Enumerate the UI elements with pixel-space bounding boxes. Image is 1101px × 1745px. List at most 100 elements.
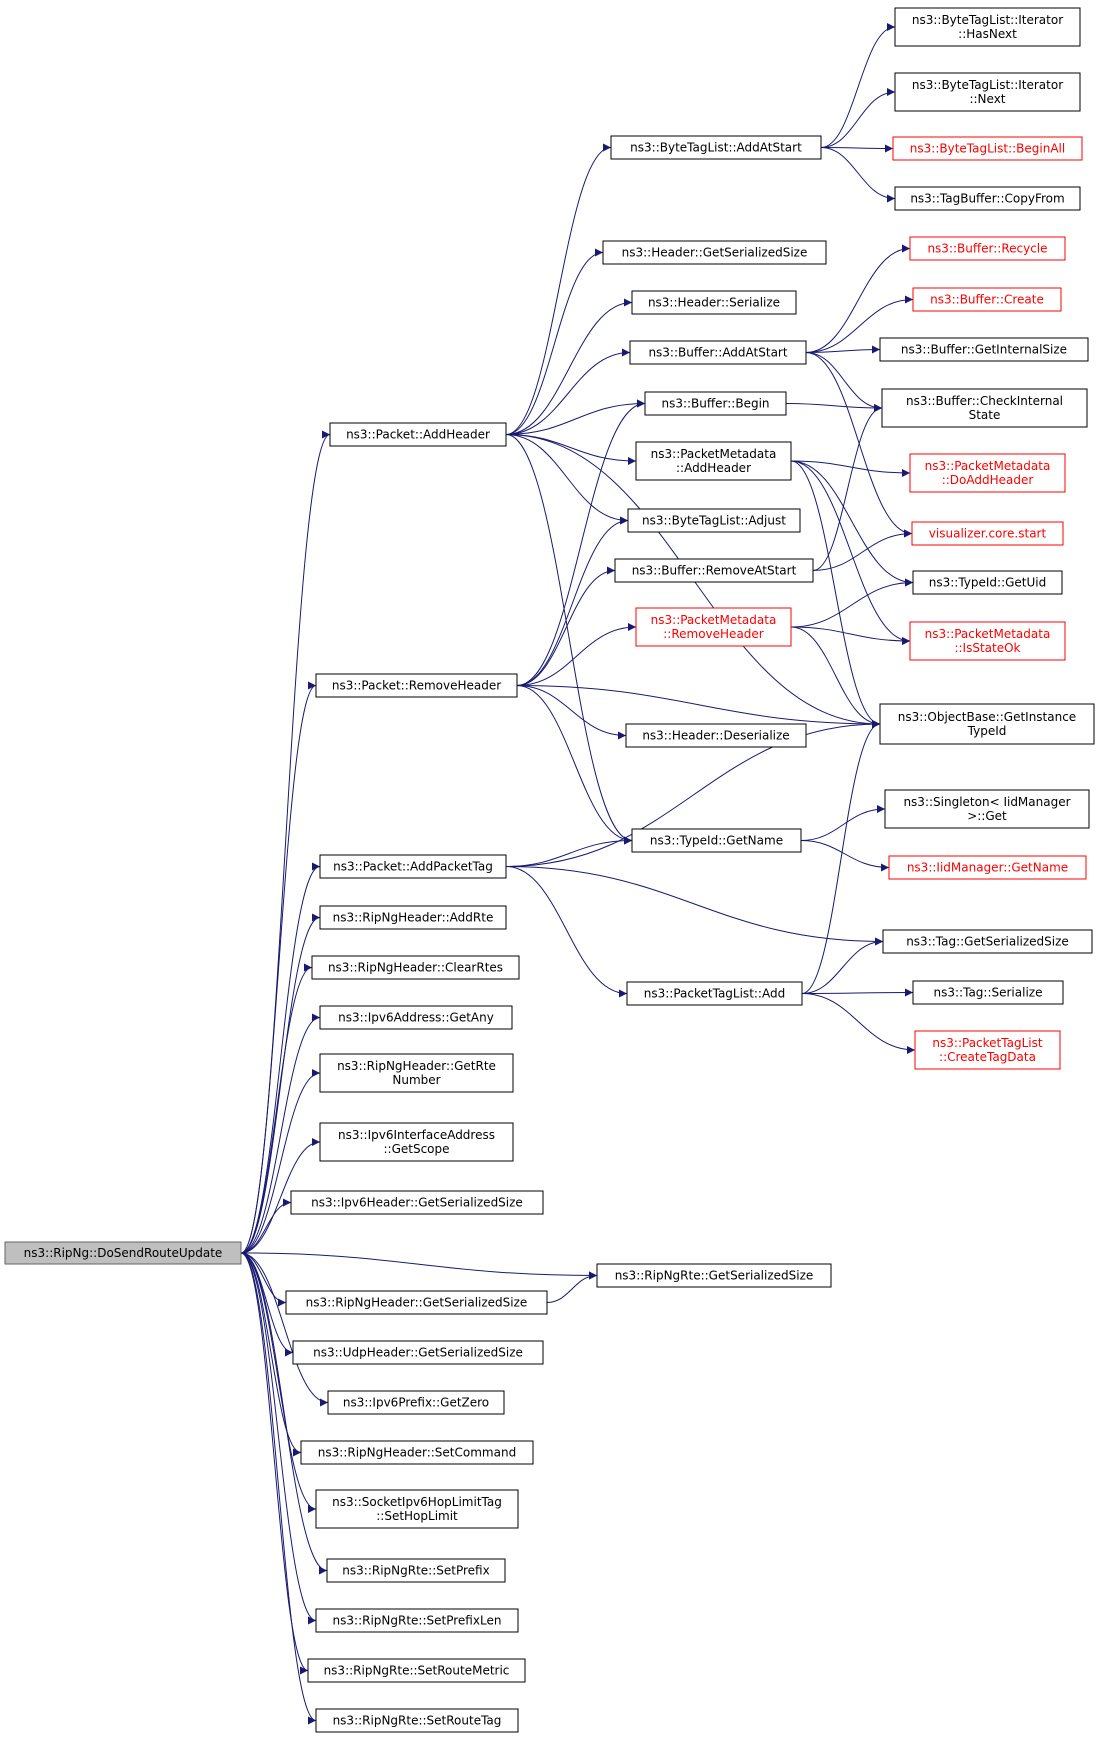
node-label: ns3::PacketMetadata xyxy=(925,627,1051,641)
node-buffer-begin[interactable]: ns3::Buffer::Begin xyxy=(644,391,787,416)
edge-root-to-ripngrte-setprefix xyxy=(240,1252,328,1575)
node-box xyxy=(319,1053,514,1093)
node-box xyxy=(4,1241,242,1265)
node-bytetaglist-iterator-next[interactable]: ns3::ByteTagList::Iterator::Next xyxy=(894,72,1081,112)
node-buffer-addatstart[interactable]: ns3::Buffer::AddAtStart xyxy=(629,340,807,365)
node-box xyxy=(912,570,1063,595)
node-ipv6address-getany[interactable]: ns3::Ipv6Address::GetAny xyxy=(319,1005,513,1030)
node-bytetaglist-addatstart[interactable]: ns3::ByteTagList::AddAtStart xyxy=(610,135,822,160)
node-tag-serialize[interactable]: ns3::Tag::Serialize xyxy=(912,980,1064,1005)
node-box xyxy=(888,855,1087,880)
node-packetmetadata-removeheader[interactable]: ns3::PacketMetadata::RemoveHeader xyxy=(635,607,792,647)
node-bytetaglist-adjust[interactable]: ns3::ByteTagList::Adjust xyxy=(627,508,801,533)
node-ipv6header-getserializedsize[interactable]: ns3::Ipv6Header::GetSerializedSize xyxy=(290,1190,544,1215)
node-packet-addheader[interactable]: ns3::Packet::AddHeader xyxy=(329,422,507,447)
node-packettaglist-createtagdata[interactable]: ns3::PacketTagList::CreateTagData xyxy=(914,1030,1061,1070)
node-label: ns3::Ipv6InterfaceAddress xyxy=(338,1128,495,1142)
node-header-deserialize[interactable]: ns3::Header::Deserialize xyxy=(625,723,807,748)
node-ripngheader-setcommand[interactable]: ns3::RipNgHeader::SetCommand xyxy=(300,1440,534,1465)
node-header-getserializedsize[interactable]: ns3::Header::GetSerializedSize xyxy=(602,240,827,265)
node-box xyxy=(909,621,1066,661)
edge-packet-removeheader-to-objectbase-getinstancetypeid xyxy=(516,685,881,728)
node-buffer-create[interactable]: ns3::Buffer::Create xyxy=(912,287,1062,312)
node-singleton-iidmanager-get[interactable]: ns3::Singleton< IidManager>::Get xyxy=(884,789,1090,829)
node-box xyxy=(909,453,1066,493)
node-label: ns3::Packet::AddPacketTag xyxy=(333,860,493,874)
node-iidmanager-getname[interactable]: ns3::IidManager::GetName xyxy=(888,855,1087,880)
node-box xyxy=(329,422,507,447)
node-packet-addpackettag[interactable]: ns3::Packet::AddPacketTag xyxy=(319,854,507,879)
node-box xyxy=(319,1122,514,1162)
node-buffer-removeatstart[interactable]: ns3::Buffer::RemoveAtStart xyxy=(614,558,814,583)
node-label: ns3::ByteTagList::AddAtStart xyxy=(630,141,802,155)
node-packet-removeheader[interactable]: ns3::Packet::RemoveHeader xyxy=(315,673,518,698)
edge-packettaglist-add-to-objectbase-getinstancetypeid xyxy=(801,720,881,994)
node-bytetaglist-beginall[interactable]: ns3::ByteTagList::BeginAll xyxy=(892,136,1083,161)
node-udpheader-getserializedsize[interactable]: ns3::UdpHeader::GetSerializedSize xyxy=(292,1340,544,1365)
node-packettaglist-add[interactable]: ns3::PacketTagList::Add xyxy=(626,981,803,1006)
node-box xyxy=(911,521,1064,546)
node-label: ns3::RipNgHeader::GetSerializedSize xyxy=(306,1296,528,1310)
node-label: ns3::RipNgRte::SetPrefixLen xyxy=(333,1614,502,1628)
edge-packet-addpackettag-to-tag-getserializedsize xyxy=(505,866,884,946)
node-ripngheader-addrte[interactable]: ns3::RipNgHeader::AddRte xyxy=(319,905,507,930)
node-header-serialize[interactable]: ns3::Header::Serialize xyxy=(631,290,797,315)
node-bytetaglist-iterator-hasnext[interactable]: ns3::ByteTagList::Iterator::HasNext xyxy=(894,7,1081,47)
node-ipv6prefix-getzero[interactable]: ns3::Ipv6Prefix::GetZero xyxy=(327,1390,505,1415)
node-box xyxy=(879,337,1089,362)
node-label: ::GetScope xyxy=(383,1142,449,1156)
node-socketipv6hoplimittag-sethoplimit[interactable]: ns3::SocketIpv6HopLimitTag::SetHopLimit xyxy=(315,1489,519,1529)
edge-root-to-ripngheader-getrtenumber xyxy=(240,1069,321,1254)
node-label: ns3::Buffer::GetInternalSize xyxy=(901,343,1067,357)
node-label: ::SetHopLimit xyxy=(376,1509,458,1523)
edge-packet-removeheader-to-buffer-removeatstart xyxy=(516,566,616,686)
node-label: ns3::TypeId::GetUid xyxy=(929,576,1047,590)
node-label: ns3::RipNg::DoSendRouteUpdate xyxy=(24,1246,223,1260)
function-nodes: ns3::RipNg::DoSendRouteUpdate ns3::Packet… xyxy=(4,7,1095,1733)
node-visualizer-core-start[interactable]: visualizer.core.start xyxy=(911,521,1064,546)
node-root[interactable]: ns3::RipNg::DoSendRouteUpdate xyxy=(4,1241,242,1265)
node-box xyxy=(311,955,520,980)
edge-packet-removeheader-to-packetmetadata-removeheader xyxy=(516,623,637,686)
node-label: ns3::RipNgRte::SetRouteTag xyxy=(333,1714,502,1728)
node-ripngrte-getserializedsize[interactable]: ns3::RipNgRte::GetSerializedSize xyxy=(596,1263,832,1288)
node-packetmetadata-isstateok[interactable]: ns3::PacketMetadata::IsStateOk xyxy=(909,621,1066,661)
node-label: visualizer.core.start xyxy=(929,527,1047,541)
node-ipv6interfaceaddress-getscope[interactable]: ns3::Ipv6InterfaceAddress::GetScope xyxy=(319,1122,514,1162)
edge-bytetaglist-addatstart-to-bytetaglist-iterator-next xyxy=(820,88,896,148)
edge-root-to-packet-removeheader xyxy=(240,681,317,1254)
node-box xyxy=(319,1005,513,1030)
edge-packet-addheader-to-buffer-addatstart xyxy=(505,348,631,435)
node-ripngrte-setprefix[interactable]: ns3::RipNgRte::SetPrefix xyxy=(326,1558,506,1583)
node-ripngheader-getserializedsize[interactable]: ns3::RipNgHeader::GetSerializedSize xyxy=(285,1290,548,1315)
node-ripngrte-setroutemetric[interactable]: ns3::RipNgRte::SetRouteMetric xyxy=(307,1658,526,1683)
node-packetmetadata-doaddheader[interactable]: ns3::PacketMetadata::DoAddHeader xyxy=(909,453,1066,493)
node-box xyxy=(285,1290,548,1315)
edge-packetmetadata-addheader-to-typeid-getuid xyxy=(790,460,914,587)
node-box xyxy=(626,981,803,1006)
node-label: ::DoAddHeader xyxy=(942,473,1034,487)
node-packetmetadata-addheader[interactable]: ns3::PacketMetadata::AddHeader xyxy=(635,441,792,481)
node-label: ns3::Header::GetSerializedSize xyxy=(622,246,808,260)
node-typeid-getname[interactable]: ns3::TypeId::GetName xyxy=(631,828,802,853)
node-label: ns3::Buffer::AddAtStart xyxy=(648,346,787,360)
node-tagbuffer-copyfrom[interactable]: ns3::TagBuffer::CopyFrom xyxy=(894,186,1081,211)
edge-packet-removeheader-to-bytetaglist-adjust xyxy=(516,516,629,686)
edge-packet-addheader-to-bytetaglist-adjust xyxy=(505,434,629,525)
node-buffer-getinternalsize[interactable]: ns3::Buffer::GetInternalSize xyxy=(879,337,1089,362)
node-box xyxy=(892,136,1083,161)
node-ripngrte-setprefixlen[interactable]: ns3::RipNgRte::SetPrefixLen xyxy=(315,1608,519,1633)
node-buffer-recycle[interactable]: ns3::Buffer::Recycle xyxy=(909,236,1066,261)
node-label: ns3::Buffer::RemoveAtStart xyxy=(632,564,797,578)
node-box xyxy=(894,72,1081,112)
node-tag-getserializedsize[interactable]: ns3::Tag::GetSerializedSize xyxy=(882,929,1093,954)
node-typeid-getuid[interactable]: ns3::TypeId::GetUid xyxy=(912,570,1063,595)
node-box xyxy=(881,388,1088,428)
node-label: ns3::ByteTagList::Iterator xyxy=(912,13,1063,27)
node-ripngheader-clearrtes[interactable]: ns3::RipNgHeader::ClearRtes xyxy=(311,955,520,980)
node-label: ::AddHeader xyxy=(676,461,751,475)
node-ripngrte-setroutetag[interactable]: ns3::RipNgRte::SetRouteTag xyxy=(315,1708,519,1733)
